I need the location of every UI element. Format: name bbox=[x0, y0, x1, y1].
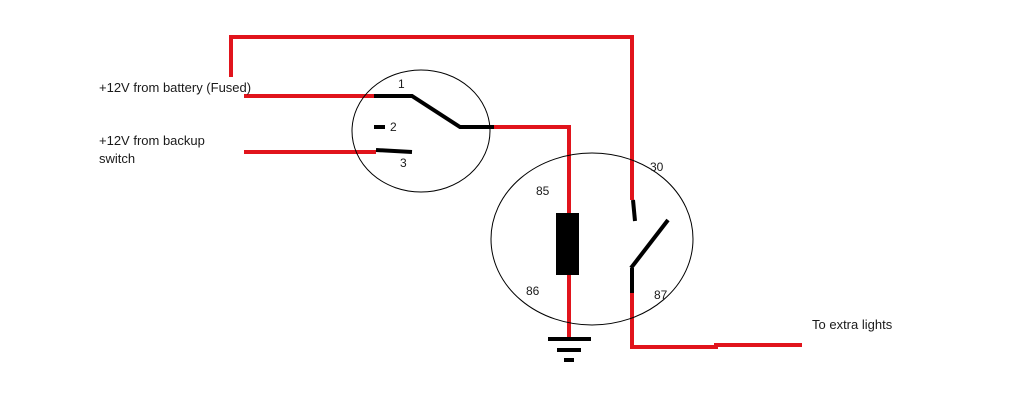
relay-pin87-label: 87 bbox=[654, 288, 668, 302]
switch-body bbox=[351, 69, 491, 193]
red-wires bbox=[229, 35, 802, 349]
pin87-to-lights-wire bbox=[630, 293, 802, 349]
relay-pin30-label: 30 bbox=[650, 160, 664, 174]
relay-pin30-contact bbox=[631, 199, 637, 222]
relay-coil bbox=[556, 213, 579, 275]
backup-label-line1: +12V from backup bbox=[99, 133, 205, 148]
battery-label: +12V from battery (Fused) bbox=[99, 80, 251, 95]
switch-contacts bbox=[374, 94, 494, 154]
relay-switch-blade bbox=[629, 218, 670, 270]
relay-contacts bbox=[629, 199, 670, 293]
battery-to-pin30-wire bbox=[229, 35, 634, 200]
extra-lights-label: To extra lights bbox=[812, 317, 893, 332]
ground-symbol bbox=[548, 337, 591, 362]
switch-to-pin85-wire bbox=[494, 125, 571, 214]
switch-pin3-label: 3 bbox=[400, 156, 407, 170]
relay-body bbox=[490, 152, 694, 326]
backup-label-line2: switch bbox=[99, 151, 135, 166]
relay-pin86-label: 86 bbox=[526, 284, 540, 298]
switch-pin2-label: 2 bbox=[390, 120, 397, 134]
switch-pin3-contact bbox=[375, 148, 413, 154]
switch-pin1-label: 1 bbox=[398, 77, 405, 91]
switch-pin1-lever bbox=[374, 94, 494, 129]
relay-pin85-label: 85 bbox=[536, 184, 550, 198]
